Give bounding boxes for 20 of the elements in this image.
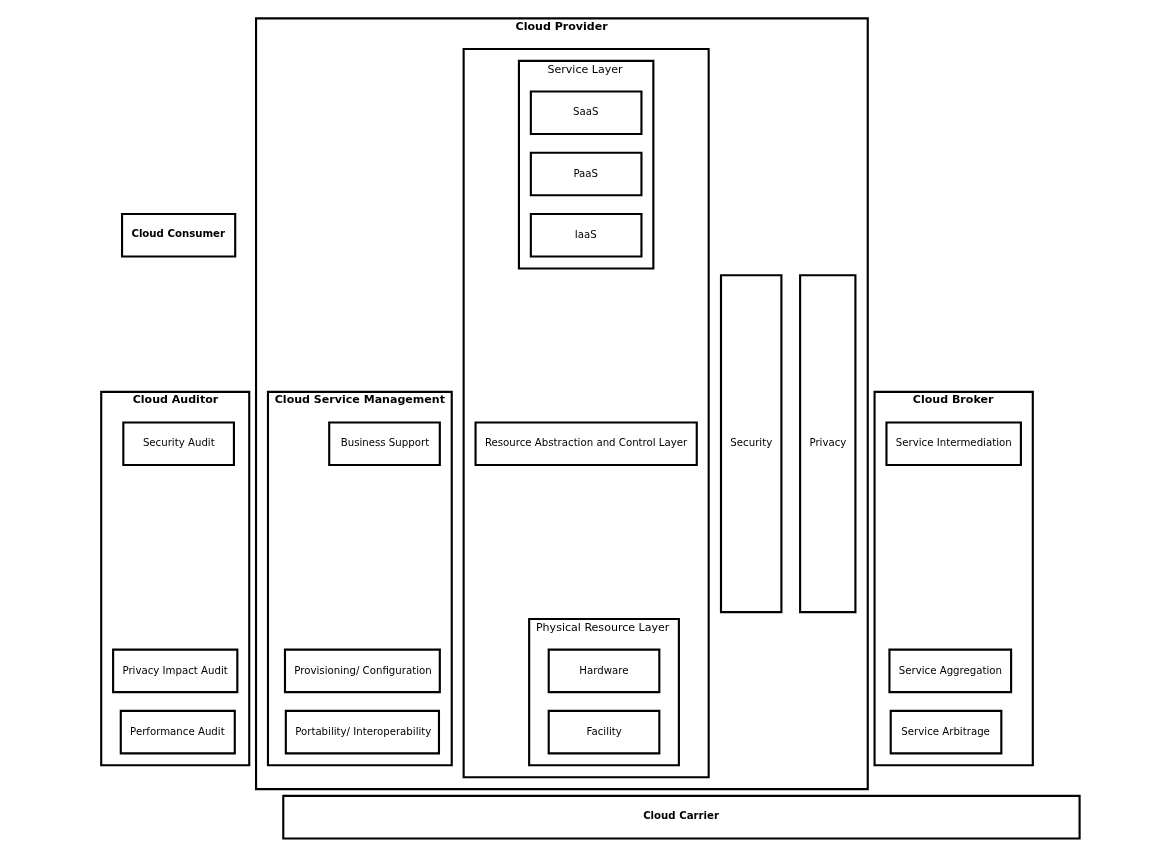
cluster [462,47,710,779]
node-box: Cloud Carrier [281,794,1081,840]
node-box: Provisioning/ Configuration [283,648,441,694]
node-box: Security Audit [121,421,235,467]
node-box: Performance Audit [119,709,236,755]
node-box: Business Support [327,421,441,467]
node-box: IaaS [529,212,642,258]
node-box: Security [719,274,782,614]
node-box: SaaS [529,90,642,136]
node-box: Resource Abstraction and Control Layer [474,421,698,467]
node-box: PaaS [529,151,642,197]
node-box: Service Intermediation [884,421,1022,467]
node-box: Hardware [547,648,660,694]
node-box: Privacy Impact Audit [111,648,238,694]
node-box: Portability/ Interoperability [284,709,440,755]
node-box: Service Arbitrage [889,709,1002,755]
node-box: Facility [547,709,660,755]
node-box: Cloud Consumer [120,212,236,258]
node-box: Privacy [798,274,856,614]
node-box: Service Aggregation [887,648,1012,694]
